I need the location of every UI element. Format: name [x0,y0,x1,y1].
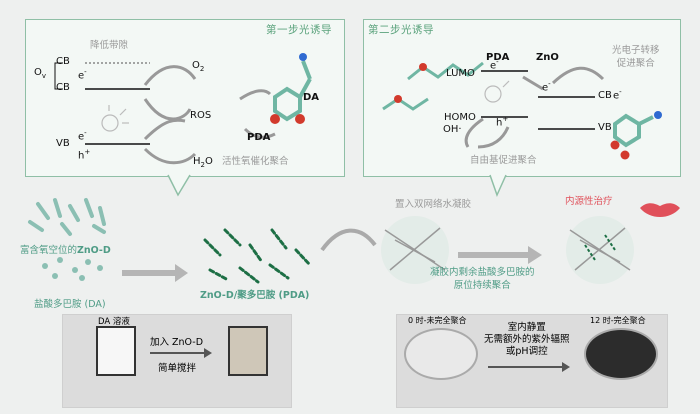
process-illustration [28,198,680,284]
after-label: 12 时-完全聚合 [590,316,646,325]
ros-label: ROS [190,110,212,121]
step1-band-diagram [54,53,312,165]
electron-lumo: e- [490,58,499,72]
step2-tag: 第二步光诱导 [368,24,434,36]
add-zno-step: 加入 ZnO-D [150,337,204,348]
stir-step: 简单搅拌 [158,363,197,374]
da-solution-vial [96,326,136,376]
electron-cb2: e- [542,80,551,94]
bottom-right-arrow [488,362,570,372]
mixed-vial [228,326,268,376]
electron-cb: e- [78,68,87,82]
before-label: 0 时-未完全聚合 [408,316,467,325]
ov-label: Ov [34,67,47,80]
pda-label-step1: PDA [247,132,271,143]
zno-label: ZnO [536,52,559,63]
cb-label: CB [56,82,70,93]
composite-label: ZnO-D/聚多巴胺 (PDA) [200,290,310,301]
cb-upper-label: CB [56,56,70,67]
step2-band-diagram [382,61,662,160]
vb-label: VB [56,138,70,149]
zno-d-label: 富含氧空位的ZnO-D [20,245,111,256]
step1-panel [25,19,345,177]
lumo-label: LUMO [446,68,475,79]
band-gap-label: 降低带隙 [90,40,129,51]
da-process-label: 盐酸多巴胺 (DA) [34,299,106,310]
petri-before [404,328,478,380]
hole-vb: h+ [78,148,91,162]
transfer-caption: 光电子转移 促进聚合 [612,45,660,69]
h2o-label: H2O [193,156,213,169]
o2-label: O2 [192,60,205,73]
pda-label-step2: PDA [486,52,510,63]
step1-tag: 第一步光诱导 [266,24,332,36]
homo-label: HOMO [444,112,476,123]
step2-panel [363,19,681,177]
therapy-label: 内源性治疗 [565,196,613,207]
petri-after [584,328,658,380]
da-label: DA [303,92,320,103]
radical-caption: 自由基促进聚合 [470,155,537,166]
vb2-label: VB [598,122,612,133]
step1-caption: 活性氧催化聚合 [222,156,289,167]
cb2-label: CB [598,90,612,101]
in-situ-label: 凝胶内剩余盐酸多巴胺的 原位持续聚合 [430,267,535,291]
conditions-text: 室内静置 无需额外的紫外辐照 或pH调控 [484,322,570,357]
da-solution-label: DA 溶液 [98,317,130,327]
electron-right: e- [613,88,622,102]
bottom-left-arrow [150,348,212,358]
hydrogel-label: 置入双网络水凝胶 [395,199,472,210]
oh-radical: OH· [443,124,462,135]
hole-homo: h+ [496,115,509,129]
electron-vb: e- [78,129,87,143]
